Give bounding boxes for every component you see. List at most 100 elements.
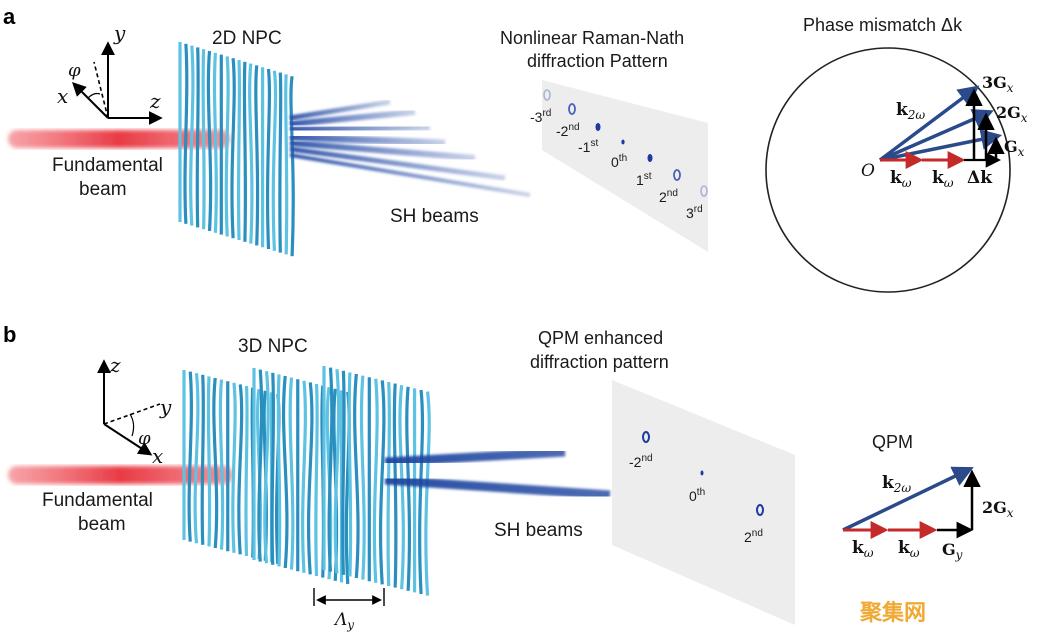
order-label-b-minus2: -2nd bbox=[629, 453, 653, 470]
diffraction-orders-a: -3rd -2nd -1st 0th 1st 2nd 3rd bbox=[530, 89, 708, 221]
order-label-zero: 0th bbox=[611, 153, 627, 170]
vector-k2w-b bbox=[842, 466, 974, 532]
vector-k2w-3gx bbox=[878, 85, 980, 162]
crystal-layer bbox=[189, 45, 195, 226]
kw-label-b-2: kω bbox=[898, 538, 920, 560]
fundamental-label-b-1: Fundamental bbox=[42, 490, 153, 511]
crystal-layer bbox=[333, 369, 341, 574]
crystal-layer bbox=[284, 74, 289, 255]
sh-beam-a-2 bbox=[289, 109, 416, 127]
order-label-b-plus2: 2nd bbox=[744, 528, 763, 545]
axis-phi-label-b: φ bbox=[138, 428, 151, 449]
kw-label-a-2: kω bbox=[932, 168, 954, 190]
axis-y-label-b: y bbox=[159, 395, 172, 419]
fundamental-beam-a bbox=[8, 130, 230, 148]
order-label-minus3: -3rd bbox=[530, 108, 551, 125]
axis-y-label: y bbox=[113, 21, 126, 45]
axis-phi-label: φ bbox=[68, 60, 81, 81]
vector-k2w-gx bbox=[879, 129, 1003, 162]
pattern-title-b-1: QPM enhanced bbox=[538, 328, 663, 348]
crystal-layer bbox=[230, 58, 236, 239]
crystal-layer bbox=[183, 43, 189, 224]
crystal-layer bbox=[278, 72, 283, 253]
spot-plus3 bbox=[700, 185, 708, 197]
crystal-layer bbox=[265, 68, 272, 250]
axis-x-label-b: x bbox=[152, 444, 163, 468]
spot-minus1 bbox=[595, 123, 601, 131]
gx-label-2: 2Gx bbox=[996, 103, 1028, 125]
crystal-layer bbox=[301, 380, 307, 573]
sh-beam-b-2 bbox=[384, 475, 611, 500]
sh-beam-a-1 bbox=[289, 99, 391, 121]
gy-label-b: Gy bbox=[942, 540, 963, 562]
sh-beams-a bbox=[289, 99, 531, 197]
k2w-label-a: k2ω bbox=[896, 100, 925, 122]
spot-b-minus2 bbox=[642, 431, 650, 443]
axis-z-label: z bbox=[149, 89, 161, 113]
sh-beam-a-3 bbox=[289, 123, 431, 134]
crystal-layer bbox=[231, 382, 237, 553]
spot-b-plus2 bbox=[756, 504, 764, 516]
spot-minus2 bbox=[568, 103, 576, 115]
k2w-label-b: k2ω bbox=[882, 473, 911, 495]
crystal-layer bbox=[392, 383, 398, 588]
crystal-layer bbox=[187, 371, 193, 542]
crystal-layer bbox=[341, 370, 346, 575]
crystal-layer bbox=[248, 63, 254, 244]
axis-x-arrow bbox=[72, 82, 109, 119]
watermark: 聚集网 bbox=[859, 600, 926, 626]
crystal-layer bbox=[281, 375, 289, 569]
axis-z-label-b: z bbox=[109, 353, 121, 377]
spot-plus2 bbox=[673, 169, 681, 181]
axis-x-arrow-b bbox=[103, 423, 153, 456]
crystal-layer bbox=[347, 372, 353, 577]
diffraction-orders-b: -2nd 0th 2nd bbox=[629, 431, 764, 545]
diffraction-screen-a bbox=[542, 80, 708, 252]
crystal-layer bbox=[193, 373, 200, 544]
crystal-layer bbox=[212, 377, 219, 549]
crystal-layer bbox=[257, 369, 264, 562]
crystal-layer bbox=[378, 380, 386, 585]
gx-label-1: Gx bbox=[1004, 137, 1025, 159]
crystal-b-slab-3 bbox=[322, 366, 431, 596]
crystal-layer bbox=[201, 49, 206, 230]
sh-beams-b bbox=[384, 447, 611, 500]
crystal-layer bbox=[405, 386, 412, 591]
crystal-layer bbox=[359, 375, 366, 580]
crystal-layer bbox=[242, 61, 248, 242]
dk-label: Δk bbox=[967, 168, 993, 188]
panel-a-label: a bbox=[3, 4, 16, 29]
spot-zero bbox=[621, 139, 625, 145]
crystal-a-slab bbox=[178, 42, 295, 257]
order-label-plus1: 1st bbox=[636, 171, 652, 188]
crystal-layer bbox=[418, 389, 425, 595]
spot-b-zero bbox=[700, 470, 704, 476]
crystal-layer bbox=[288, 377, 295, 570]
crystal-layer bbox=[195, 47, 200, 228]
qpm-vector-diagram: k2ω kω kω Gy 2Gx bbox=[842, 466, 1014, 562]
fundamental-label-a-2: beam bbox=[79, 179, 127, 200]
crystal-layer bbox=[254, 65, 260, 246]
crystal-layer bbox=[372, 378, 379, 583]
sh-beam-b-1 bbox=[384, 447, 566, 467]
axis-x-label: x bbox=[57, 84, 68, 108]
crystal-layer bbox=[206, 50, 213, 232]
crystal-label-a: 2D NPC bbox=[212, 28, 282, 49]
order-label-minus2: -2nd bbox=[556, 122, 580, 139]
crystal-layer bbox=[289, 75, 295, 257]
phase-vector-diagram: O k2ω kω kω Δk 3Gx 2Gx Gx bbox=[861, 73, 1028, 190]
crystal-layer bbox=[237, 384, 244, 555]
gx-label-b: 2Gx bbox=[982, 498, 1014, 520]
phi-arc bbox=[87, 92, 101, 99]
sh-beam-a-4 bbox=[289, 133, 446, 147]
sh-beams-label-b: SH beams bbox=[494, 520, 583, 541]
crystal-label-b: 3D NPC bbox=[238, 336, 308, 357]
qpm-title: QPM bbox=[872, 432, 913, 452]
crystal-layer bbox=[212, 52, 218, 233]
period-label: Λy bbox=[333, 610, 354, 632]
crystal-2d-npc bbox=[178, 42, 295, 257]
crystal-layer bbox=[276, 374, 282, 567]
axis-y-dashed-b bbox=[103, 403, 161, 425]
crystal-layer bbox=[244, 385, 249, 557]
order-label-b-zero: 0th bbox=[689, 487, 705, 504]
